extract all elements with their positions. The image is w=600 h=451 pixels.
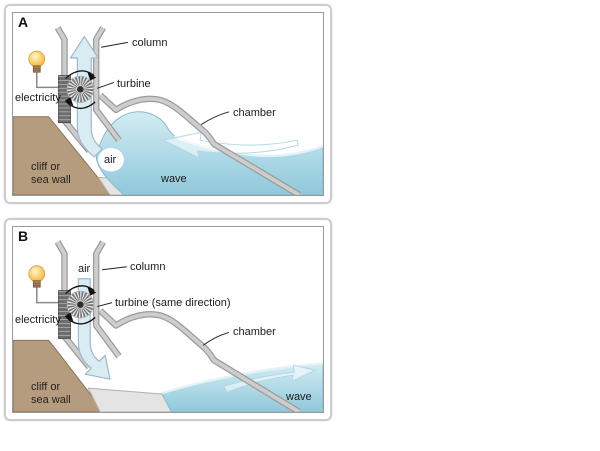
diagram-b-svg bbox=[13, 240, 323, 412]
label-chamber: chamber bbox=[233, 326, 276, 338]
pointer-line-turbine bbox=[97, 82, 115, 89]
chamber-structure bbox=[97, 308, 301, 412]
label-wave: wave bbox=[286, 391, 312, 403]
label-turbine: turbine bbox=[117, 78, 151, 90]
diagram-frame-a: A column turbine electricity air chamber… bbox=[12, 12, 324, 196]
turbine-icon bbox=[66, 75, 95, 103]
panel-letter: A bbox=[18, 14, 29, 30]
pointer-line-chamber bbox=[202, 331, 230, 346]
electric-wire bbox=[36, 67, 59, 89]
label-cliff-line2: sea wall bbox=[31, 394, 71, 406]
panel-letter: B bbox=[18, 228, 29, 244]
pointer-line-column bbox=[102, 266, 127, 271]
diagram-a-svg bbox=[13, 26, 323, 195]
light-bulb-icon bbox=[28, 50, 46, 73]
label-air: air bbox=[104, 154, 117, 166]
rotation-arrows bbox=[64, 70, 97, 110]
label-electricity: electricity bbox=[15, 92, 61, 104]
label-air: air bbox=[78, 263, 91, 275]
label-turbine: turbine (same direction) bbox=[115, 297, 231, 309]
label-electricity: electricity bbox=[15, 314, 61, 326]
cliff bbox=[13, 339, 105, 412]
wave-direction-arrow bbox=[162, 131, 299, 159]
water bbox=[95, 111, 323, 195]
wave-curl bbox=[98, 148, 124, 172]
label-wave: wave bbox=[161, 173, 187, 185]
diagram-frame-b: B air column turbine (same direction) el… bbox=[12, 226, 324, 413]
label-column: column bbox=[130, 261, 166, 273]
pointer-line-chamber bbox=[200, 111, 230, 125]
label-cliff-line2: sea wall bbox=[31, 174, 71, 186]
pointer-lines bbox=[97, 266, 230, 346]
diagram-panel-b: B air column turbine (same direction) el… bbox=[4, 218, 332, 421]
pointer-line-column bbox=[101, 41, 128, 48]
cliff bbox=[13, 116, 113, 195]
turbine-icon bbox=[66, 290, 95, 319]
pointer-line-turbine bbox=[97, 302, 113, 308]
electric-wire bbox=[36, 282, 59, 304]
diagram-panel-a: A column turbine electricity air chamber… bbox=[4, 4, 332, 204]
label-cliff-line1: cliff or bbox=[31, 161, 61, 173]
pointer-lines bbox=[97, 41, 230, 125]
label-chamber: chamber bbox=[233, 107, 276, 119]
light-bulb-icon bbox=[28, 265, 46, 288]
chamber-structure bbox=[97, 92, 301, 195]
label-cliff-line1: cliff or bbox=[31, 381, 61, 393]
rotation-arrows bbox=[64, 285, 97, 325]
label-column: column bbox=[132, 37, 168, 49]
